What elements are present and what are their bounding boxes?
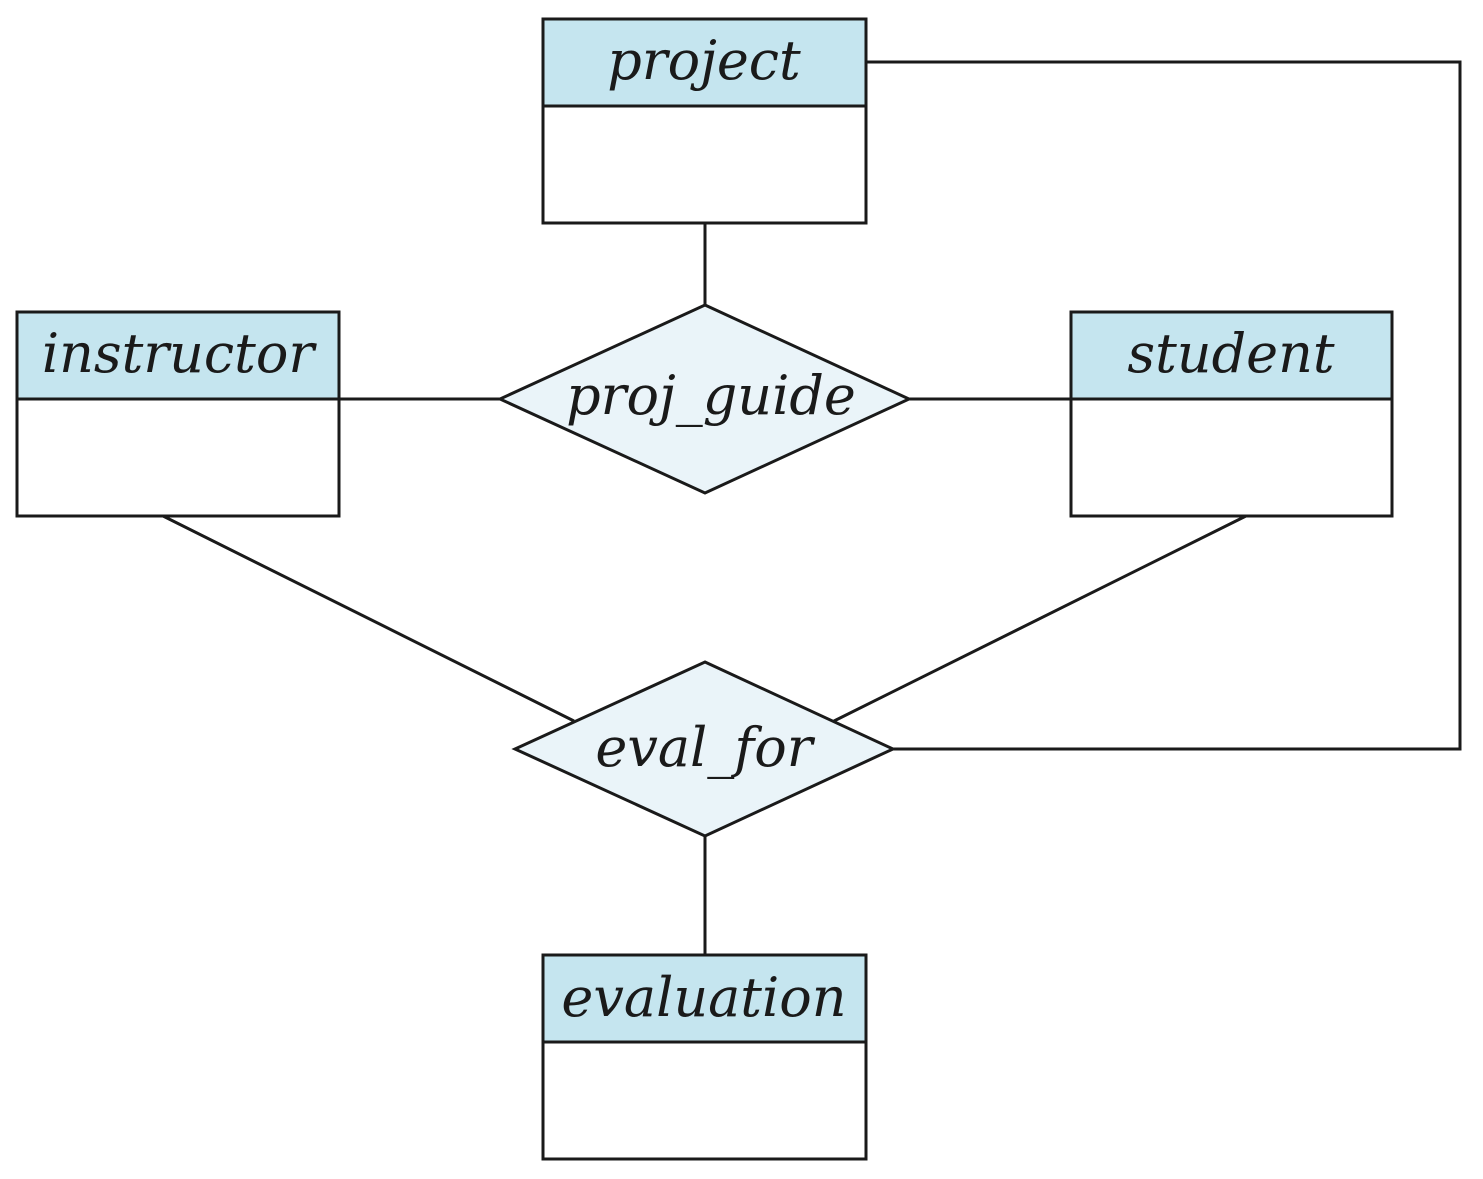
entity-student-header bbox=[1069, 310, 1394, 401]
relationship-proj-guide-label: proj_guide bbox=[566, 364, 856, 427]
relationship-eval-for-diamond bbox=[511, 660, 897, 838]
connectors bbox=[162, 60, 1462, 955]
entity-project: project bbox=[541, 17, 868, 225]
entity-project-label: project bbox=[607, 29, 801, 92]
relationship-proj-guide: proj_guide bbox=[496, 303, 913, 495]
entity-student-label: student bbox=[1127, 322, 1334, 385]
relationship-eval-for: eval_for bbox=[511, 660, 897, 838]
entity-instructor-header bbox=[15, 310, 341, 401]
entity-project-body bbox=[541, 104, 868, 225]
entity-evaluation-body bbox=[541, 1040, 868, 1161]
entity-evaluation: evaluation bbox=[541, 953, 868, 1161]
entity-evaluation-header bbox=[541, 953, 868, 1044]
connector-student-eval-for bbox=[833, 514, 1247, 723]
entity-student-body bbox=[1069, 397, 1394, 518]
entity-student: student bbox=[1069, 310, 1394, 518]
connector-project-eval-for bbox=[866, 60, 1462, 751]
entity-instructor: instructor bbox=[15, 310, 341, 518]
entity-evaluation-label: evaluation bbox=[561, 966, 846, 1029]
entity-instructor-body bbox=[15, 397, 341, 518]
connector-instructor-eval-for bbox=[162, 514, 575, 723]
relationship-proj-guide-diamond bbox=[496, 303, 913, 495]
entity-instructor-label: instructor bbox=[42, 322, 318, 385]
entity-project-header bbox=[541, 17, 868, 108]
relationship-eval-for-label: eval_for bbox=[595, 716, 815, 779]
